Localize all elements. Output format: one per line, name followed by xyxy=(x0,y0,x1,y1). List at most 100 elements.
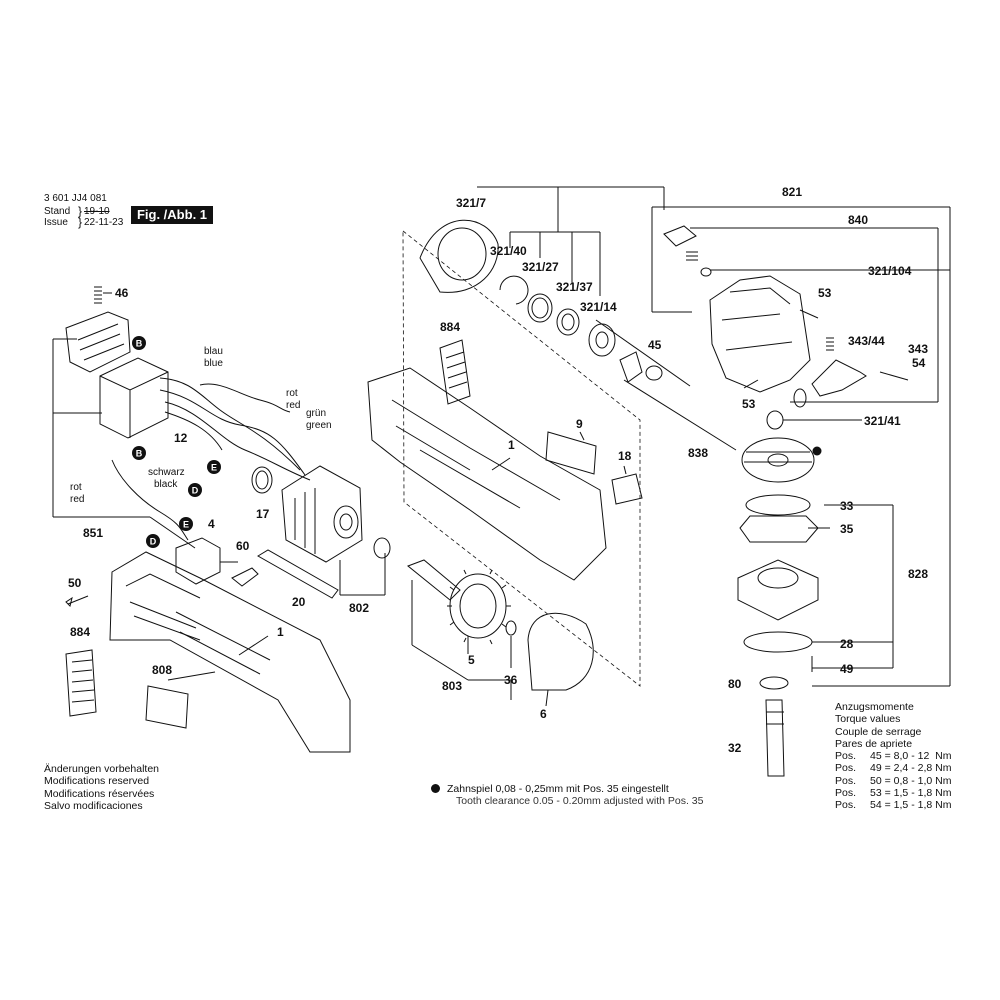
connector-d-badge xyxy=(188,483,202,497)
connector-badges: B B E D E D xyxy=(132,336,221,548)
part-label-802: 802 xyxy=(349,601,369,615)
nut-45 xyxy=(645,365,663,381)
modifications-note: Änderungen vorbehalten Modifications res… xyxy=(44,763,159,812)
part-labels: 46 851 12 17 4 60 20 802 50 884 808 1 32… xyxy=(68,185,928,755)
part-label-45: 45 xyxy=(648,338,662,352)
screw-53-b xyxy=(743,379,759,389)
housing-half-right xyxy=(367,367,607,581)
label-9 xyxy=(545,431,597,475)
part-label-321-14: 321/14 xyxy=(580,300,617,314)
connector-e-label: E xyxy=(183,520,189,530)
part-label-321-41: 321/41 xyxy=(864,414,901,428)
part-label-840: 840 xyxy=(848,213,868,227)
wire-labels: blau blue rot red grün green schwarz bla… xyxy=(70,346,332,505)
tooth-clearance-note: Zahnspiel 0,08 - 0,25mm mit Pos. 35 eing… xyxy=(431,783,703,808)
connector-b-label: B xyxy=(136,339,143,349)
note-de: Änderungen vorbehalten xyxy=(44,763,160,775)
grille-884 xyxy=(65,649,97,717)
dashed-frame-center xyxy=(402,230,641,687)
wire-label-green: green xyxy=(306,420,332,431)
issue-label: Issue xyxy=(44,217,68,228)
bracket-838 xyxy=(623,379,737,451)
spindle-32 xyxy=(765,699,785,777)
screw-54 xyxy=(879,371,909,381)
part-label-321-37: 321/37 xyxy=(556,280,593,294)
part-label-46: 46 xyxy=(115,286,129,300)
wire-label-black: black xyxy=(154,479,178,490)
part-label-32: 32 xyxy=(728,741,742,755)
part-label-50: 50 xyxy=(68,576,82,590)
part-label-343-44: 343/44 xyxy=(848,334,885,348)
stand-label: Stand xyxy=(44,206,71,217)
part-label-828: 828 xyxy=(908,567,928,581)
brace-icon: } xyxy=(78,204,83,218)
connector-b-badge xyxy=(132,336,146,350)
part-label-5: 5 xyxy=(468,653,475,667)
wire-label-blau: blau xyxy=(204,346,223,357)
pinion-gear xyxy=(619,351,643,383)
o-ring-28 xyxy=(743,631,813,653)
tooth-clearance-marker xyxy=(812,446,822,456)
part-label-343: 343 xyxy=(908,342,928,356)
part-label-53-b: 53 xyxy=(742,397,756,411)
part-label-851: 851 xyxy=(83,526,103,540)
torque-table: Anzugsmomente Torque values Couple de se… xyxy=(835,701,951,812)
connector-e-label: E xyxy=(211,463,217,473)
wire-blue xyxy=(159,377,301,471)
part-label-54: 54 xyxy=(912,356,926,370)
torque-title-es: Pares de apriete xyxy=(835,737,913,750)
slider-20 xyxy=(257,549,339,599)
part-label-33: 33 xyxy=(840,499,854,513)
spring xyxy=(686,251,698,261)
torque-title-fr: Couple de serrage xyxy=(835,725,922,738)
wire-label-blue: blue xyxy=(204,358,223,369)
part-label-36: 36 xyxy=(504,673,518,687)
ring-321-27 xyxy=(527,293,553,323)
connector-d-badge xyxy=(146,534,160,548)
grille-884-center xyxy=(439,339,471,405)
part-label-884-center: 884 xyxy=(440,320,460,334)
tooth-clearance-en: Tooth clearance 0.05 - 0.20mm adjusted w… xyxy=(456,795,704,808)
ring-33 xyxy=(745,494,811,516)
connector-e-badge xyxy=(179,517,193,531)
bearing-802 xyxy=(373,537,391,559)
part-label-321-104: 321/104 xyxy=(868,264,912,278)
part-18 xyxy=(611,473,643,505)
document-number: 3 601 JJ4 081 xyxy=(44,193,107,204)
switch-4 xyxy=(175,537,221,585)
wire-red xyxy=(111,459,189,541)
bevel-gear-838 xyxy=(741,437,815,483)
part-label-20: 20 xyxy=(292,595,306,609)
bushing-321-41 xyxy=(766,410,784,430)
part-label-321-40: 321/40 xyxy=(490,244,527,258)
lever-60 xyxy=(231,567,259,587)
torque-row: Pos.50 = 0,8 - 1,0 Nm xyxy=(835,774,952,787)
part-label-4: 4 xyxy=(208,517,215,531)
note-fr: Modifications réservées xyxy=(44,787,155,800)
part-label-803: 803 xyxy=(442,679,462,693)
electronics-module xyxy=(99,357,169,439)
part-label-17: 17 xyxy=(256,507,270,521)
screw-53 xyxy=(799,309,819,319)
part-label-6: 6 xyxy=(540,707,547,721)
part-label-821: 821 xyxy=(782,185,802,199)
washer-80 xyxy=(759,676,789,690)
washer-36 xyxy=(505,620,517,636)
spring-343-44 xyxy=(826,337,834,351)
part-label-9: 9 xyxy=(576,417,583,431)
spring-46 xyxy=(94,286,102,304)
wire-label-red: red xyxy=(286,400,300,411)
wire-label-schwarz: schwarz xyxy=(148,467,185,478)
wire-label-red-2: red xyxy=(70,494,84,505)
connector-b-label: B xyxy=(136,449,143,459)
contact-plate xyxy=(65,311,131,373)
part-label-884: 884 xyxy=(70,625,90,639)
torque-row: Pos.53 = 1,5 - 1,8 Nm xyxy=(835,787,952,800)
guard-321-7 xyxy=(419,219,499,293)
lever-343 xyxy=(811,359,867,397)
brace-icon: } xyxy=(78,215,83,229)
bearing-flange xyxy=(737,559,819,621)
o-ring-321-104 xyxy=(700,267,712,277)
part-label-35: 35 xyxy=(840,522,854,536)
